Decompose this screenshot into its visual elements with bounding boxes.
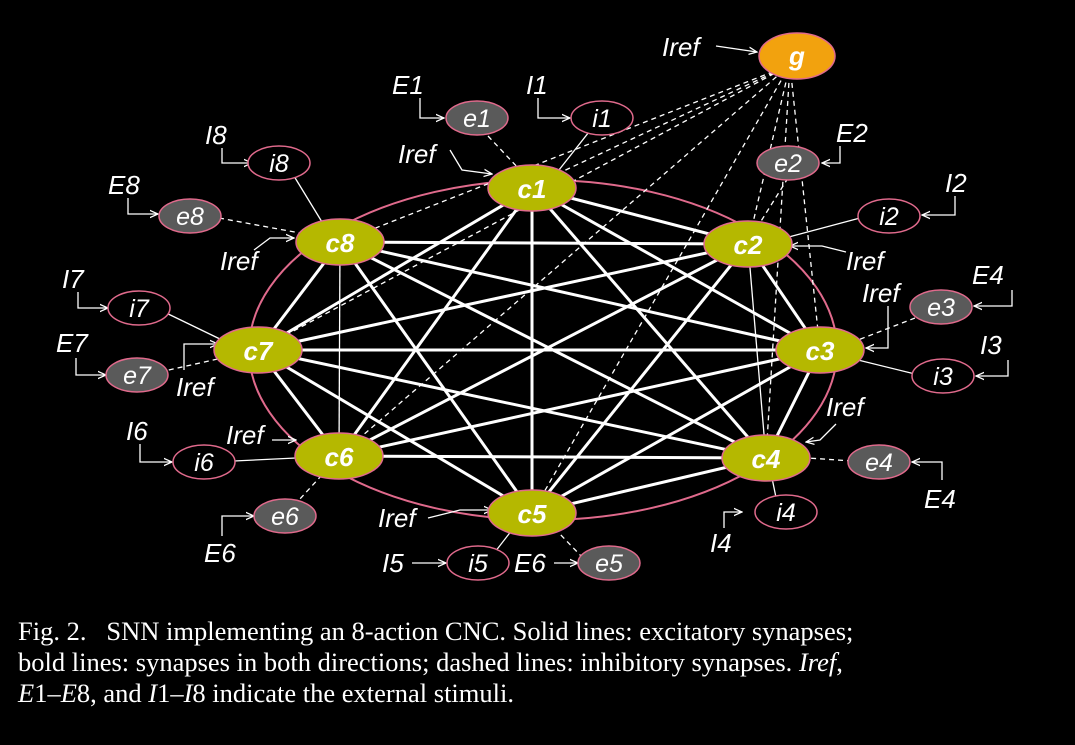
- node-i1: i1: [570, 100, 634, 136]
- label-I8: I8: [205, 120, 227, 150]
- caption-i-range-1: 1–: [157, 678, 184, 708]
- node-i8: i8: [247, 145, 311, 181]
- svg-text:e8: e8: [176, 203, 204, 231]
- svg-text:i5: i5: [468, 550, 488, 578]
- label-iref-g: Iref: [662, 32, 702, 62]
- svg-text:e1: e1: [463, 105, 491, 133]
- label-iref-c8: Iref: [220, 246, 260, 276]
- caption-e-letter-2: E: [60, 678, 77, 708]
- node-c7: c7: [213, 326, 303, 374]
- stimulus-arrows: [75, 45, 1013, 563]
- svg-text:i3: i3: [933, 363, 953, 391]
- label-E6-bottom: E6: [514, 548, 546, 578]
- label-iref-c3: Iref: [862, 278, 902, 308]
- svg-text:c4: c4: [752, 444, 781, 474]
- svg-text:i6: i6: [194, 449, 214, 477]
- node-e6: e6: [253, 498, 317, 534]
- label-iref-c4: Iref: [826, 392, 866, 422]
- caption-i-letter-2: I: [183, 678, 193, 708]
- node-g: g: [758, 32, 836, 80]
- svg-text:i8: i8: [269, 150, 289, 178]
- node-i5: i5: [446, 545, 510, 581]
- label-iref-c1: Iref: [398, 139, 438, 169]
- caption-i-letter-1: I: [148, 678, 158, 708]
- svg-text:i4: i4: [776, 499, 795, 527]
- label-E1: E1: [392, 70, 424, 100]
- svg-text:c5: c5: [518, 499, 547, 529]
- svg-text:e3: e3: [927, 294, 955, 322]
- svg-text:i7: i7: [129, 295, 150, 323]
- stimulus-labels: Iref E1 I1 Iref E2 I2 Iref I8 E8 Iref E4…: [56, 32, 1004, 578]
- label-I4: I4: [710, 528, 732, 558]
- svg-text:c1: c1: [518, 174, 547, 204]
- label-I5: I5: [382, 548, 404, 578]
- caption-e-range-1: 1–: [34, 678, 61, 708]
- svg-text:i2: i2: [879, 203, 899, 231]
- caption-e-range-2: 8, and: [76, 678, 149, 708]
- node-c6: c6: [294, 432, 384, 480]
- svg-text:c2: c2: [734, 230, 763, 260]
- node-i3: i3: [911, 358, 975, 394]
- caption-comma: ,: [836, 647, 843, 677]
- node-e4: e4: [847, 444, 911, 480]
- label-E4-top: E4: [972, 260, 1004, 290]
- svg-text:e6: e6: [271, 503, 299, 531]
- node-e8: e8: [158, 198, 222, 234]
- node-i7: i7: [107, 290, 171, 326]
- label-I7: I7: [62, 264, 85, 294]
- label-E7: E7: [56, 328, 89, 358]
- snn-diagram: g c1 c2 c3 c4 c5 c6 c7 c8 e1 e2: [56, 32, 1013, 581]
- caption-iref: Iref: [798, 647, 837, 677]
- caption-fig-number: Fig. 2.: [18, 616, 87, 646]
- caption-i-range-2: 8 indicate the external stimuli.: [192, 678, 515, 708]
- label-iref-c2: Iref: [846, 246, 886, 276]
- svg-text:c6: c6: [325, 442, 354, 472]
- node-e1: e1: [445, 100, 509, 136]
- svg-text:c7: c7: [244, 336, 274, 366]
- node-e3: e3: [909, 289, 973, 325]
- label-I2: I2: [945, 168, 967, 198]
- label-iref-c6: Iref: [226, 420, 266, 450]
- label-E8: E8: [108, 170, 140, 200]
- caption-e-letter-1: E: [18, 678, 35, 708]
- figure-caption: Fig. 2. SNN implementing an 8-action CNC…: [18, 616, 1063, 709]
- svg-text:i1: i1: [592, 105, 611, 133]
- label-I1: I1: [526, 70, 548, 100]
- inhibitory-lines: [159, 64, 916, 559]
- caption-line2: bold lines: synapses in both directions;…: [18, 647, 793, 677]
- label-iref-c7: Iref: [176, 372, 216, 402]
- label-iref-c5: Iref: [378, 503, 418, 533]
- svg-text:e2: e2: [774, 150, 802, 178]
- label-E4-bottom: E4: [924, 484, 956, 514]
- node-c1: c1: [487, 164, 577, 212]
- node-c8: c8: [295, 218, 385, 266]
- node-e5: e5: [577, 545, 641, 581]
- label-E2: E2: [836, 118, 868, 148]
- label-I6: I6: [126, 416, 148, 446]
- node-e7: e7: [105, 357, 169, 393]
- node-i6: i6: [172, 444, 236, 480]
- node-c5: c5: [487, 489, 577, 537]
- svg-text:c8: c8: [326, 228, 355, 258]
- svg-text:e4: e4: [865, 449, 893, 477]
- node-c2: c2: [703, 220, 793, 268]
- node-c3: c3: [775, 326, 865, 374]
- node-i4: i4: [754, 494, 818, 530]
- svg-text:c3: c3: [806, 336, 835, 366]
- label-E6-left: E6: [204, 538, 236, 568]
- svg-text:e5: e5: [595, 550, 623, 578]
- svg-text:g: g: [788, 41, 805, 71]
- node-c4: c4: [721, 434, 811, 482]
- node-i2: i2: [857, 198, 921, 234]
- svg-text:e7: e7: [123, 362, 152, 390]
- label-I3: I3: [980, 330, 1002, 360]
- caption-line1: SNN implementing an 8-action CNC. Solid …: [106, 616, 854, 646]
- node-e2: e2: [756, 145, 820, 181]
